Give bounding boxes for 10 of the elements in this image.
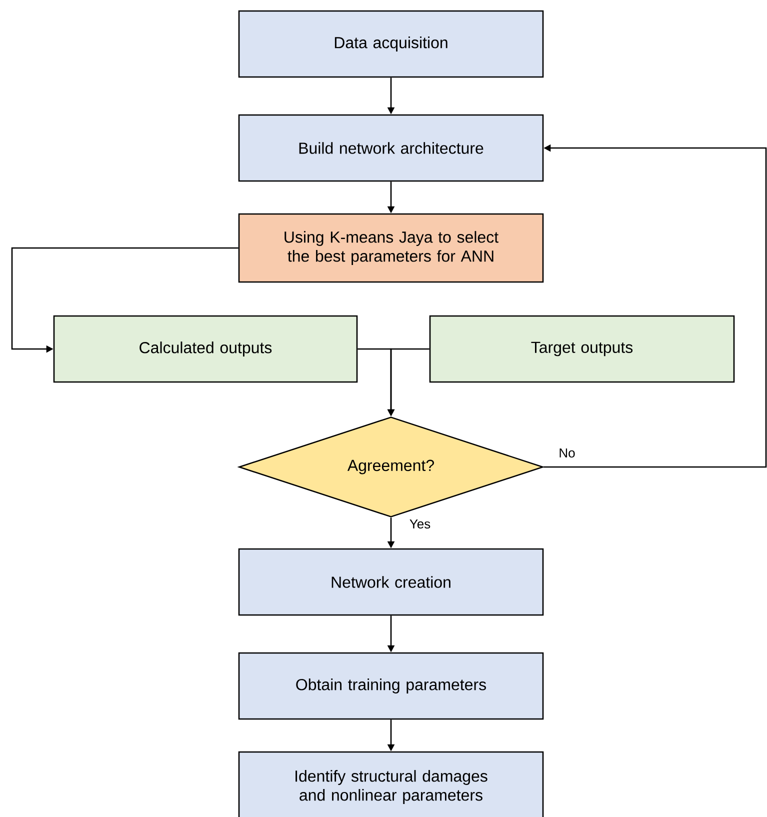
process-box: Network creation [238, 548, 544, 616]
edge-label: No [558, 447, 576, 459]
process-box: Calculated outputs [53, 315, 358, 383]
edge-label: Yes [408, 518, 432, 530]
process-box: Using K-means Jaya to select the best parameters for ANN [238, 213, 544, 283]
process-box: Data acquisition [238, 10, 544, 78]
process-box: Obtain training parameters [238, 652, 544, 720]
process-box: Build network architecture [238, 114, 544, 182]
process-box: Identify structural damages and nonlinear parameters [238, 751, 544, 817]
process-box: Target outputs [429, 315, 735, 383]
